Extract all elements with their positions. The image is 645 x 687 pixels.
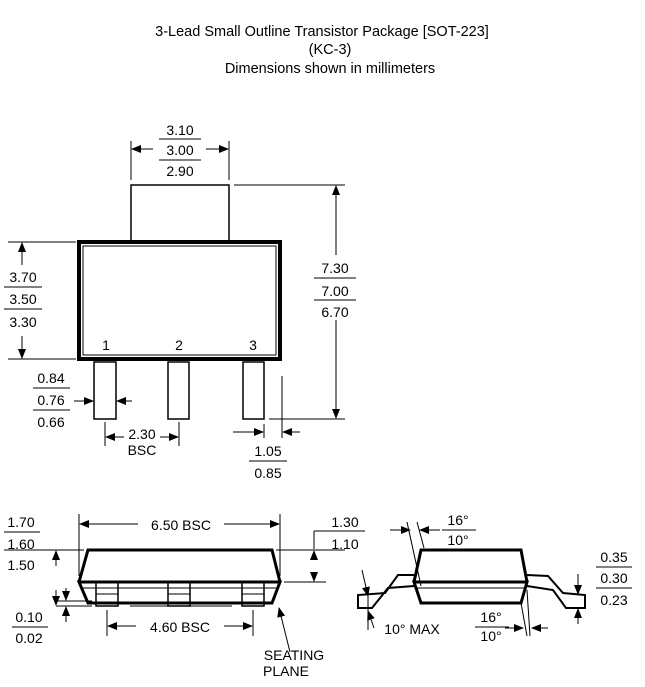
pitch-dimension: 2.30 BSC [104, 422, 180, 458]
lead-1 [93, 361, 117, 420]
end-body-upper [412, 548, 529, 583]
lead-width-dimension: 0.84 0.76 0.66 [33, 370, 132, 430]
pin-label-1: 1 [102, 337, 110, 353]
pin-label-3: 3 [249, 337, 257, 353]
package-height-max: 1.70 [7, 514, 34, 530]
end-lead-left [357, 574, 415, 609]
lead-thickness-max: 0.35 [600, 549, 627, 565]
body-height-min: 3.30 [9, 314, 36, 330]
title-line-1: 3-Lead Small Outline Transistor Package … [155, 24, 489, 40]
pin-label-2: 2 [175, 337, 183, 353]
title-line-3: Dimensions shown in millimeters [225, 61, 435, 77]
tab-width-nom: 3.00 [166, 142, 193, 158]
seating-plane-label-2: PLANE [263, 663, 309, 679]
lead-width-max: 0.84 [37, 370, 64, 386]
package-body [77, 240, 282, 361]
lead-angle-dimension: 10° MAX [361, 569, 440, 637]
overall-length-max: 7.30 [321, 260, 348, 276]
seating-plane-label-1: SEATING [264, 647, 324, 663]
package-height-min: 1.50 [7, 557, 34, 573]
overall-length-min: 6.70 [321, 304, 348, 320]
top-view: 1 2 3 3.10 3.00 2.90 3.70 3.50 3.30 [4, 122, 356, 481]
standoff-dimension: 0.10 0.02 [12, 588, 92, 646]
end-body-lower [411, 580, 529, 605]
package-tab [130, 184, 230, 243]
lead-thickness-dimension: 0.35 0.30 0.23 [574, 549, 632, 624]
lead-3 [242, 361, 265, 420]
standoff-max: 0.10 [15, 609, 42, 625]
body-height-dimension: 3.70 3.50 3.30 [4, 241, 76, 360]
side-body-upper [77, 548, 282, 583]
outer-lead-span-dimension: 4.60 BSC [106, 610, 254, 636]
tab-height-max: 1.30 [331, 514, 358, 530]
overall-length-nom: 7.00 [321, 283, 348, 299]
lead-width-min: 0.66 [37, 414, 64, 430]
tab-width-max: 3.10 [166, 122, 193, 138]
draft-angle-bottom-dimension: 16° 10° [475, 589, 548, 644]
pitch-suffix: BSC [128, 442, 157, 458]
package-height-dimension: 1.70 1.60 1.50 [4, 514, 92, 607]
overall-length-dimension: 7.30 7.00 6.70 [234, 184, 356, 420]
standoff-min: 0.02 [15, 630, 42, 646]
body-length-value: 6.50 BSC [151, 517, 211, 533]
lead-length-min: 0.85 [254, 465, 281, 481]
draft-top-min: 10° [447, 532, 468, 548]
seating-plane-callout: SEATING PLANE [263, 607, 324, 679]
lead-thickness-min: 0.23 [600, 592, 627, 608]
lead-thickness-nom: 0.30 [600, 570, 627, 586]
title-block: 3-Lead Small Outline Transistor Package … [155, 24, 489, 77]
end-lead-right [526, 574, 586, 609]
tab-height-min: 1.10 [331, 536, 358, 552]
side-view: 6.50 BSC 1.70 1.60 1.50 0.10 0.02 [4, 514, 365, 679]
tab-width-min: 2.90 [166, 163, 193, 179]
title-line-2: (KC-3) [309, 42, 352, 58]
draft-bottom-min: 10° [480, 628, 501, 644]
tab-width-dimension: 3.10 3.00 2.90 [130, 122, 230, 180]
draft-bottom-max: 16° [480, 609, 501, 625]
lead-length-max: 1.05 [254, 443, 281, 459]
package-body-inner-edge [82, 245, 277, 356]
body-height-max: 3.70 [9, 269, 36, 285]
draft-angle-top-dimension: 16° 10° [390, 512, 476, 587]
lead-length-dimension: 1.05 0.85 [233, 376, 300, 481]
package-height-nom: 1.60 [7, 536, 34, 552]
body-height-nom: 3.50 [9, 291, 36, 307]
tab-height-dimension: 1.30 1.10 [276, 514, 365, 583]
lead-width-nom: 0.76 [37, 392, 64, 408]
draft-top-max: 16° [447, 512, 468, 528]
side-body-lower [76, 580, 283, 605]
lead-angle-value: 10° MAX [384, 621, 440, 637]
pitch-value: 2.30 [128, 426, 155, 442]
end-view: 16° 10° 16° 10° 10° MAX 0.35 0.3 [357, 512, 632, 644]
lead-2 [167, 361, 190, 420]
outer-lead-span-value: 4.60 BSC [150, 619, 210, 635]
body-length-dimension: 6.50 BSC [78, 514, 281, 576]
